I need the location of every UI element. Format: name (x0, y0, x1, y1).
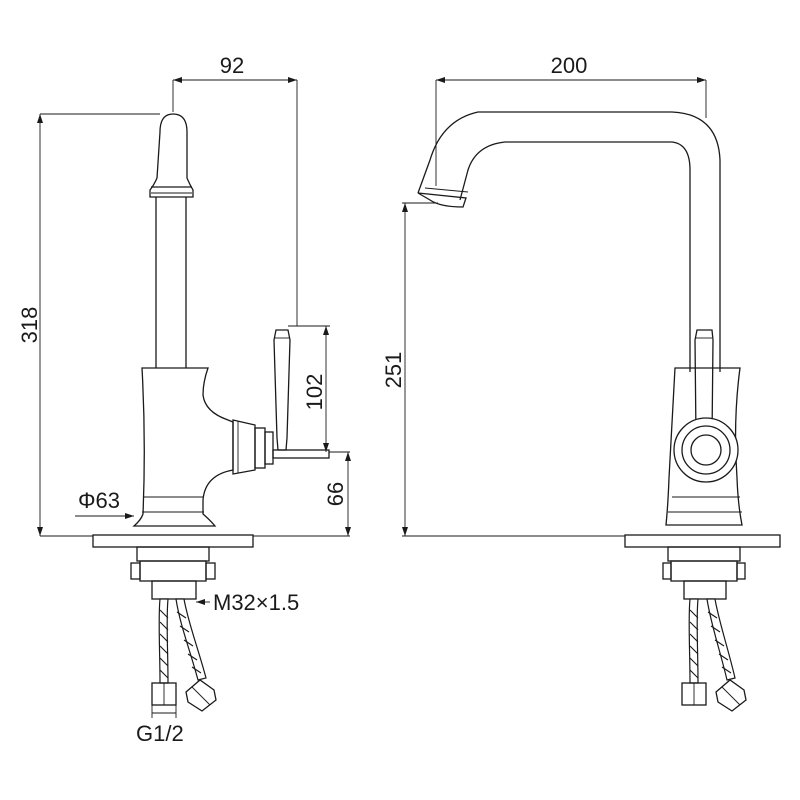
side-lever-handle (273, 329, 291, 451)
front-spout-inner (459, 141, 691, 372)
front-body (665, 367, 743, 526)
dim-handle-height: 102 (302, 374, 327, 411)
dim-thread: M32×1.5 (213, 590, 299, 615)
side-body (132, 367, 234, 527)
dim-front-width: 200 (551, 53, 588, 78)
side-view: 92 318 102 66 Φ63 M32×1.5 G1/2 (17, 53, 351, 746)
side-lever-collar (232, 419, 256, 475)
side-mount-nut (136, 546, 210, 562)
side-lever-arm (272, 449, 330, 459)
dim-hose-connector: G1/2 (136, 721, 184, 746)
dim-side-reach: 92 (220, 53, 244, 78)
dim-front-outlet-height: 251 (381, 352, 406, 389)
front-hoses (681, 598, 747, 712)
side-hoses (151, 598, 217, 712)
front-deck-plate (624, 534, 781, 548)
front-mount-nut (667, 546, 741, 562)
front-spout-tip (417, 192, 467, 208)
front-view: 200 251 (381, 53, 781, 712)
front-handle-collar-inner (690, 434, 722, 466)
dim-base-diameter: Φ63 (78, 488, 120, 513)
side-spout-head (149, 113, 194, 198)
side-deck-plate (92, 534, 254, 548)
dim-body-height: 66 (323, 482, 348, 506)
dim-side-height: 318 (17, 307, 42, 344)
front-spout-outer (417, 111, 721, 372)
